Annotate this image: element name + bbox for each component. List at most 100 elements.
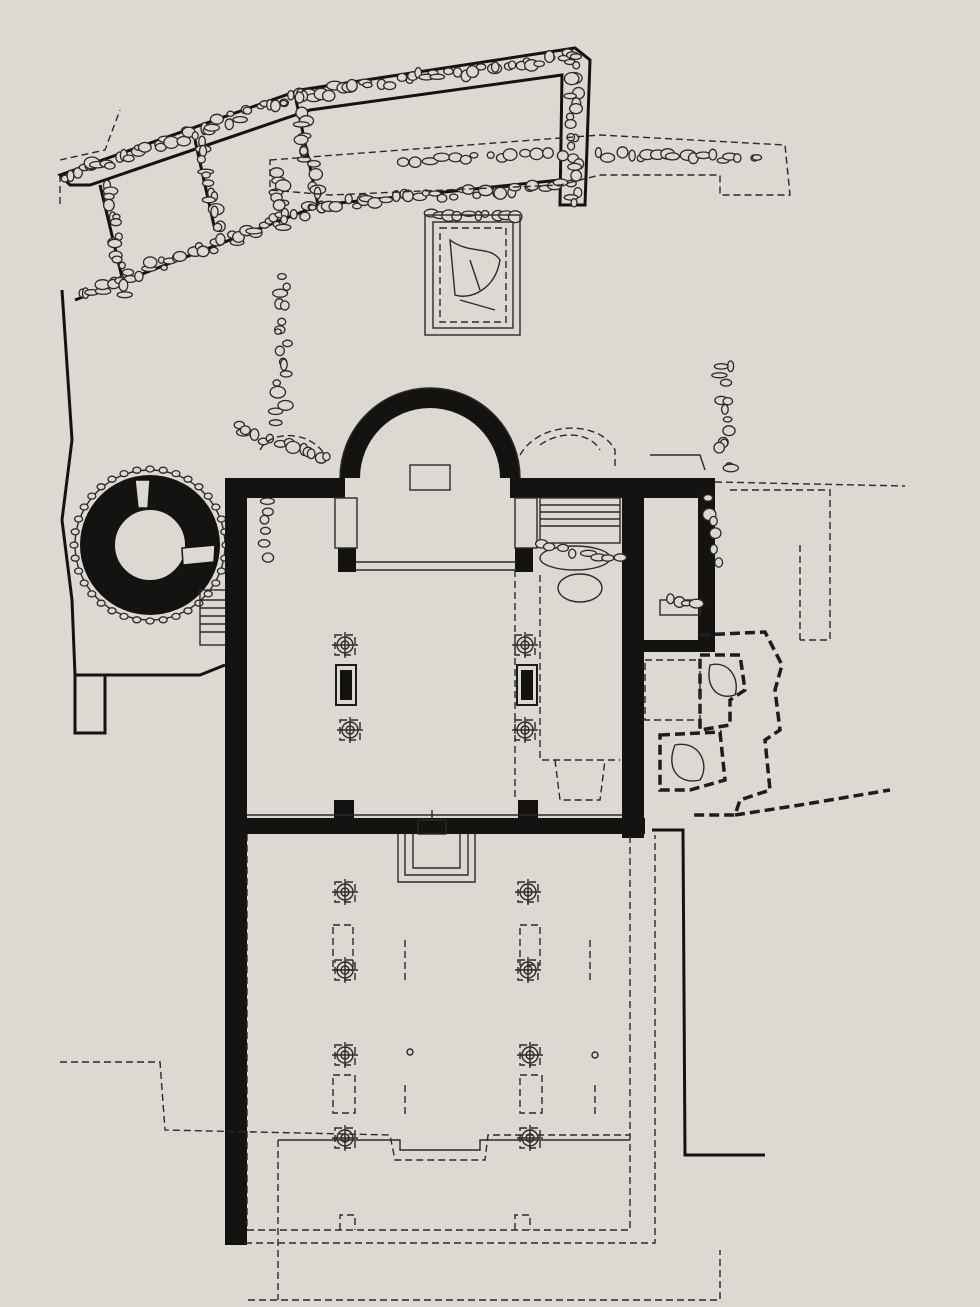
rubble-stone <box>613 553 628 562</box>
rubble-stone <box>203 123 221 132</box>
rubble-stone <box>285 440 301 455</box>
rubble-stone <box>472 191 482 200</box>
rubble-stone <box>158 466 168 474</box>
rubble-stone <box>601 554 615 562</box>
rubble-stone <box>569 53 583 61</box>
rubble-stone <box>709 527 722 540</box>
rubble-stone <box>567 548 577 559</box>
rubble-stone <box>137 141 152 153</box>
rubble-stone <box>279 370 293 378</box>
rubble-stone <box>134 270 144 283</box>
rubble-stone <box>107 475 117 483</box>
rubble-stone <box>66 169 75 183</box>
rubble-stone <box>272 288 289 298</box>
rubble-stone <box>79 579 89 587</box>
rubble-stone <box>201 196 216 204</box>
rubble-stone <box>183 475 193 483</box>
rubble-stone <box>477 184 494 197</box>
rubble-stone <box>502 148 518 162</box>
rubble-stone <box>70 554 80 562</box>
rubble-stone <box>274 223 292 232</box>
rubble-stone <box>280 214 289 225</box>
rubble-stone <box>507 60 517 70</box>
rubble-stone <box>306 448 316 460</box>
rubble-stone <box>351 202 362 210</box>
rubble-stone <box>299 145 309 156</box>
rubble-stone <box>383 81 397 91</box>
rubble-stone <box>72 167 83 179</box>
rubble-stone <box>294 91 305 104</box>
rubble-stone <box>107 607 117 615</box>
rubble-stone <box>486 151 495 159</box>
rubble-stone <box>201 171 211 179</box>
rubble-stone <box>158 616 168 624</box>
rubble-stone <box>160 264 168 271</box>
rubble-stone <box>269 167 285 179</box>
rubble-stone <box>172 250 188 262</box>
rubble-stone <box>433 152 451 162</box>
rubble-stone <box>594 147 603 159</box>
rubble-stone <box>709 543 718 555</box>
rubble-stone <box>616 146 629 159</box>
rubble-stone <box>142 256 158 269</box>
rubble-stone <box>132 466 142 474</box>
column-base <box>517 1042 543 1068</box>
rubble-stone <box>109 218 122 227</box>
rubble-stone <box>344 193 353 205</box>
rubble-stone <box>628 149 636 162</box>
rubble-stone <box>119 469 129 478</box>
rubble-stone <box>269 385 287 399</box>
rubble-stone <box>118 261 126 270</box>
rubble-stone <box>469 151 479 159</box>
rubble-stone <box>722 425 736 437</box>
rubble-stone <box>493 186 508 200</box>
north-rubble-walls <box>57 46 763 302</box>
atrium-outline <box>60 828 765 1301</box>
rubble-stone <box>259 497 275 506</box>
rubble-stone <box>722 463 740 473</box>
rubble-stone <box>556 150 569 162</box>
rubble-stone <box>171 612 181 621</box>
rubble-stone <box>145 617 155 625</box>
rubble-stone <box>203 492 213 500</box>
column-base <box>332 632 358 658</box>
rubble-stone <box>529 147 544 161</box>
rubble-stone <box>73 567 84 575</box>
column-base <box>337 717 363 743</box>
rubble-stone <box>306 159 321 168</box>
west-perimeter <box>60 289 226 735</box>
rubble-stone <box>428 190 442 197</box>
east-annex <box>644 454 906 817</box>
square-chamber <box>424 214 521 336</box>
rubble-stone <box>239 425 251 436</box>
rubble-stone <box>215 233 226 246</box>
rubble-stone <box>272 199 286 212</box>
column-base <box>515 957 541 983</box>
rubble-stone <box>272 379 282 387</box>
rubble-stone <box>111 255 123 264</box>
rubble-stone <box>451 210 463 222</box>
rubble-stone <box>87 590 97 598</box>
rubble-stone <box>79 503 89 511</box>
rubble-stone <box>519 148 532 158</box>
rubble-stone <box>261 552 275 563</box>
church-main-walls <box>225 387 715 1245</box>
rubble-stone <box>507 210 523 224</box>
rubble-stone <box>107 238 123 249</box>
rubble-stone <box>570 198 578 208</box>
rubble-stone <box>209 113 225 125</box>
rubble-stone <box>542 542 556 552</box>
rubble-stone <box>708 148 718 161</box>
rubble-stone <box>104 161 116 170</box>
rubble-stone <box>436 193 448 203</box>
rubble-stone <box>544 50 555 64</box>
rubble-stone <box>293 134 309 146</box>
rubble-stone <box>702 493 714 502</box>
rubble-stone <box>87 492 97 500</box>
rubble-stone <box>216 515 227 523</box>
rubble-stone <box>751 154 763 161</box>
rubble-stone <box>279 300 290 311</box>
rubble-stone <box>132 616 142 624</box>
rubble-stone <box>176 135 192 147</box>
